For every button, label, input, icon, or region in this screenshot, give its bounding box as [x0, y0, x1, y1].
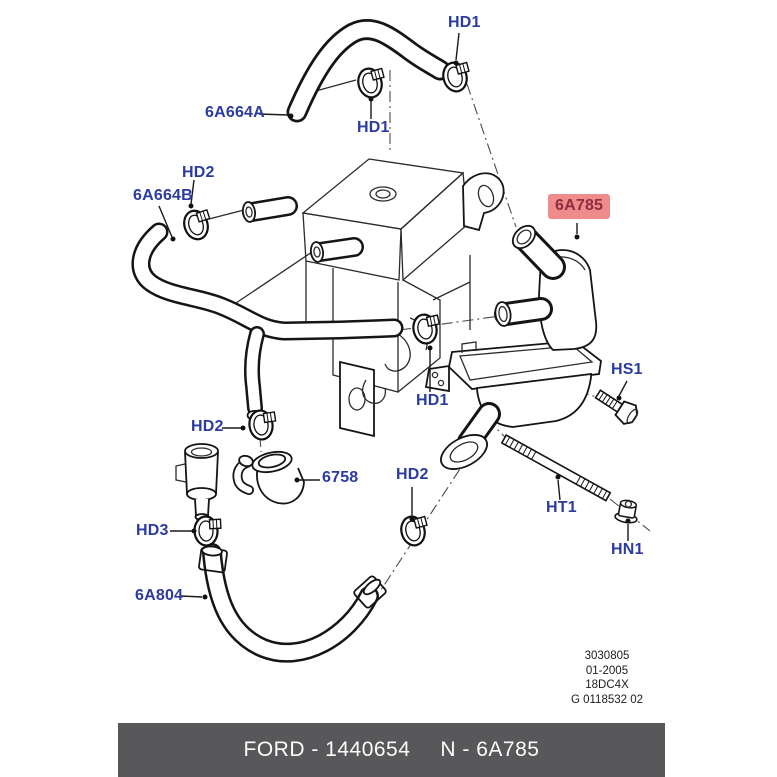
clamp-hd2-left-upper [179, 205, 216, 244]
clamp-hd3 [192, 514, 223, 548]
callout-hd1-center[interactable]: HD1 [416, 392, 449, 409]
callout-ht1[interactable]: HT1 [546, 499, 577, 516]
oil-separator-6a785 [424, 224, 602, 470]
engine-block-drawing [241, 158, 505, 438]
clamp-hd2-center [397, 512, 433, 550]
nut-hn1 [614, 499, 638, 524]
footer-part-bar: FORD - 1440654 N - 6A785 [118, 723, 665, 777]
callout-hd2-left-mid[interactable]: HD2 [191, 418, 224, 435]
breather-6758 [232, 450, 305, 505]
footer-catalog-code: N - 6A785 [440, 738, 540, 761]
bolt-hs1 [594, 389, 639, 425]
filler-cylinder [175, 443, 219, 521]
callout-hd2-left-upper[interactable]: HD2 [182, 164, 215, 181]
hose-6a664a [286, 19, 451, 123]
clamp-hd1-center [409, 310, 444, 347]
clamp-hd1-upper-mid [354, 64, 390, 102]
revision-plate: 3030805 01-2005 18DC4X G 0118532 02 [540, 649, 674, 707]
stud-ht1 [500, 433, 612, 502]
plate-line: 18DC4X [585, 679, 629, 691]
callout-6a804[interactable]: 6A804 [135, 587, 184, 604]
callout-hn1[interactable]: HN1 [611, 541, 644, 558]
plate-line: G 0118532 02 [570, 693, 644, 706]
leader-lines [158, 32, 631, 600]
callout-hs1[interactable]: HS1 [611, 361, 643, 378]
plate-line: 3030805 [584, 650, 630, 662]
clamp-hd2-left-mid [246, 407, 279, 443]
hose-6a804 [198, 543, 387, 663]
callout-hd1-upper-mid[interactable]: HD1 [357, 119, 390, 136]
callout-6a785-highlighted[interactable]: 6A785 [548, 194, 611, 219]
plate-line: 01-2005 [585, 664, 629, 677]
hose-6a664b [131, 222, 404, 422]
callout-hd1-top[interactable]: HD1 [448, 14, 481, 31]
callout-6758[interactable]: 6758 [322, 469, 359, 486]
callout-6a664a[interactable]: 6A664A [205, 104, 265, 121]
callout-hd2-center[interactable]: HD2 [396, 466, 429, 483]
callout-hd3[interactable]: HD3 [136, 522, 169, 539]
callout-6a664b[interactable]: 6A664B [133, 187, 193, 204]
footer-brand-part: FORD - 1440654 [243, 738, 411, 761]
